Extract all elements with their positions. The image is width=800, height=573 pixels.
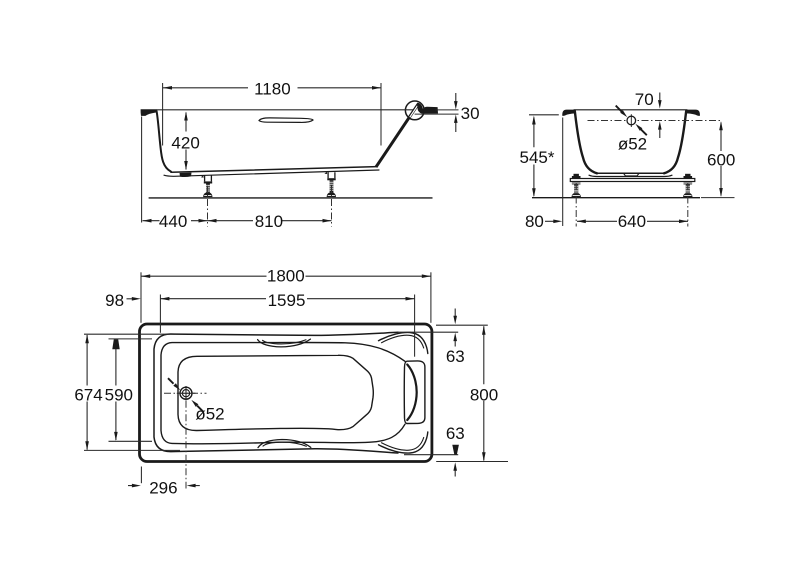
svg-text:420: 420: [171, 133, 199, 152]
svg-text:63: 63: [446, 424, 465, 443]
svg-text:ø52: ø52: [618, 135, 647, 154]
svg-text:440: 440: [159, 212, 187, 231]
svg-text:1595: 1595: [268, 291, 306, 310]
svg-text:296: 296: [149, 479, 177, 498]
svg-text:30: 30: [461, 104, 480, 123]
svg-text:98: 98: [105, 291, 124, 310]
svg-text:545*: 545*: [520, 148, 555, 167]
svg-text:590: 590: [105, 386, 133, 405]
svg-text:640: 640: [618, 212, 646, 231]
svg-text:80: 80: [525, 212, 544, 231]
svg-text:810: 810: [255, 212, 283, 231]
svg-text:800: 800: [470, 386, 498, 405]
svg-text:63: 63: [446, 347, 465, 366]
svg-text:674: 674: [74, 386, 102, 405]
svg-text:70: 70: [635, 90, 654, 109]
svg-text:1800: 1800: [267, 267, 305, 286]
svg-text:ø52: ø52: [195, 404, 224, 423]
svg-text:600: 600: [707, 150, 735, 169]
svg-text:1180: 1180: [254, 80, 291, 99]
